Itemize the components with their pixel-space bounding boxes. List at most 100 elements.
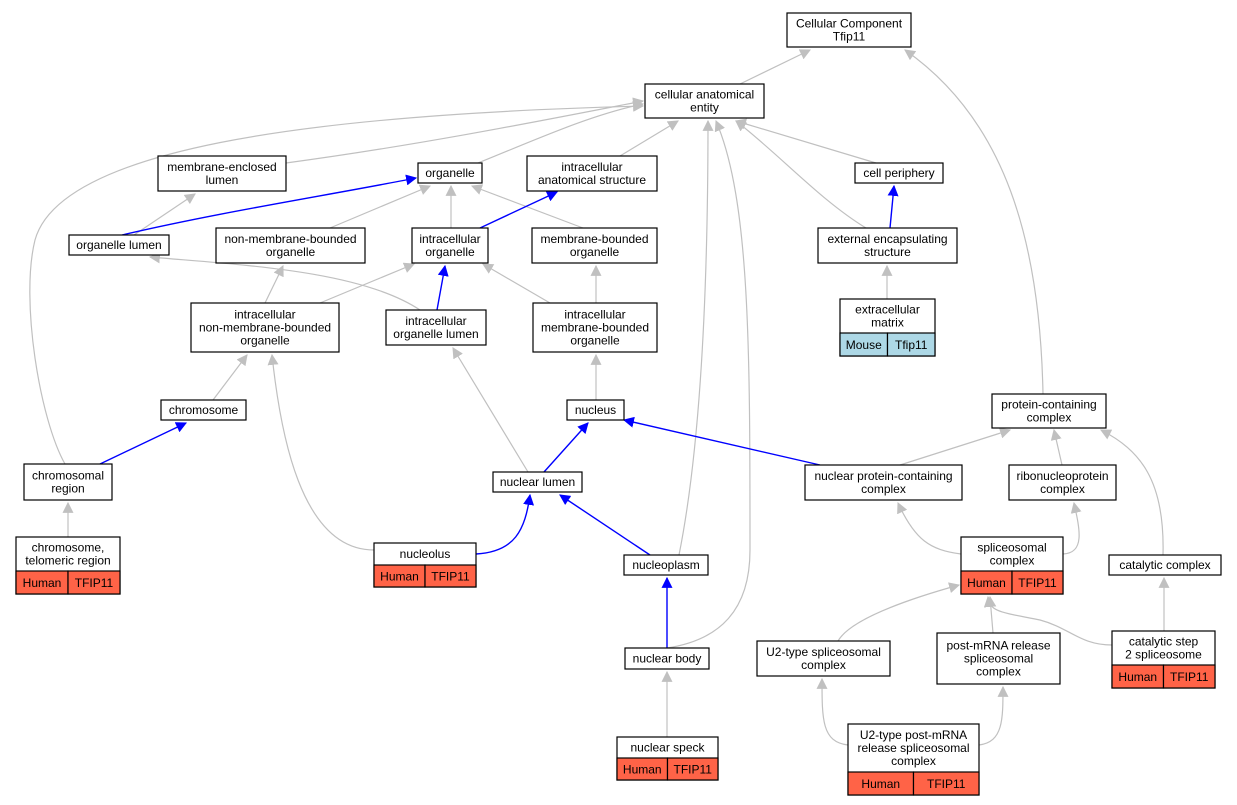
term-box — [991, 393, 1107, 429]
term-label-line: nuclear protein-containing — [814, 469, 952, 483]
annotation-species-label: Human — [861, 777, 900, 791]
term-label-line: organelle — [425, 245, 475, 259]
term-label-line: complex — [801, 658, 846, 672]
term-label-line: complex — [1027, 411, 1072, 425]
term-label-line: membrane-enclosed — [167, 160, 276, 174]
term-box — [68, 234, 170, 256]
term-label-line: organelle — [266, 245, 316, 259]
edge-npl-to-nl — [559, 494, 651, 556]
annotation-gene-label: Tfip11 — [895, 338, 928, 352]
term-label-line: catalytic step — [1129, 635, 1199, 649]
edge-iol-to-io — [436, 264, 449, 311]
term-node-chr[interactable]: chromosome — [160, 399, 247, 421]
term-label-line: complex — [861, 482, 906, 496]
term-label-line: nuclear body — [633, 652, 702, 666]
term-box — [531, 227, 658, 264]
term-node-ol[interactable]: organelle lumen — [68, 234, 170, 256]
term-label-line: entity — [690, 101, 719, 115]
term-box — [936, 632, 1061, 685]
edge-nlo-to-inmbo — [267, 353, 375, 551]
edge-cat-to-pcc — [1100, 429, 1164, 556]
edge-chrr-to-chr — [99, 422, 187, 465]
term-box — [804, 464, 963, 501]
term-label-line: ribonucleoprotein — [1016, 469, 1108, 483]
term-node-cat[interactable]: catalytic complex — [1108, 554, 1222, 576]
edge-inmbo-to-nmbo — [264, 265, 284, 304]
term-node-nl[interactable]: nuclear lumen — [492, 471, 583, 493]
term-label-line: structure — [864, 245, 911, 259]
term-label-line: complex — [976, 665, 1021, 679]
edge-ees-to-cae — [735, 120, 867, 229]
edge-iol-to-ol — [148, 252, 421, 311]
annotation-species-label: Mouse — [846, 338, 882, 352]
term-node-nb[interactable]: nuclear body — [624, 647, 710, 670]
term-label-line: catalytic complex — [1119, 558, 1210, 572]
edge-ees-to-cp — [887, 184, 899, 229]
term-node-cp[interactable]: cell periphery — [854, 162, 944, 184]
annotation-gene-label: TFIP11 — [431, 570, 470, 584]
edge-u2pmr-to-u2 — [816, 677, 849, 746]
edge-ol-to-org — [121, 174, 418, 236]
edge-nb-to-cae — [666, 119, 751, 649]
term-label-line: release spliceosomal — [857, 741, 969, 755]
term-label-line: intracellular — [564, 308, 625, 322]
term-box — [624, 647, 710, 670]
term-label-line: external encapsulating — [827, 232, 947, 246]
edge-chrr-to-cae — [29, 100, 645, 465]
term-node-org[interactable]: organelle — [417, 162, 483, 184]
annotation-gene-label: TFIP11 — [1018, 576, 1057, 590]
term-label-line: cellular anatomical — [655, 88, 754, 102]
edge-inmbo-to-io — [319, 262, 416, 304]
term-label-line: anatomical structure — [538, 173, 646, 187]
edge-npl-to-cae — [678, 119, 714, 556]
term-label-line: extracellular — [855, 303, 920, 317]
term-node-nuc[interactable]: nucleus — [566, 399, 625, 421]
term-label-line: matrix — [871, 316, 904, 330]
term-node-npl[interactable]: nucleoplasm — [623, 554, 709, 576]
term-label-line: cell periphery — [863, 166, 934, 180]
edge-cp-to-cae — [734, 118, 877, 164]
annotation-gene-cell — [67, 570, 121, 595]
edge-mbo-to-org — [470, 184, 584, 229]
term-label-line: organelle — [570, 245, 620, 259]
term-node-inmbo[interactable]: intracellularnon-membrane-boundedorganel… — [190, 302, 340, 353]
term-label-line: nucleus — [575, 403, 616, 417]
term-box — [160, 399, 247, 421]
edge-imbo-to-io — [482, 263, 551, 304]
annotation-species-label: Human — [1118, 670, 1157, 684]
edge-u2pmr-to-pmr — [978, 685, 1009, 746]
edge-nl-to-iol — [452, 347, 529, 473]
term-box — [566, 399, 625, 421]
annotation-gene-cell — [1011, 570, 1064, 595]
term-label-line: chromosomal — [32, 469, 104, 483]
term-box — [644, 83, 765, 119]
edge-org-to-cae — [477, 100, 645, 164]
annotation-species-label: Human — [380, 570, 419, 584]
annotation-gene-cell — [424, 564, 477, 588]
annotation-gene-cell — [912, 771, 980, 796]
term-label-line: nuclear speck — [630, 741, 705, 755]
